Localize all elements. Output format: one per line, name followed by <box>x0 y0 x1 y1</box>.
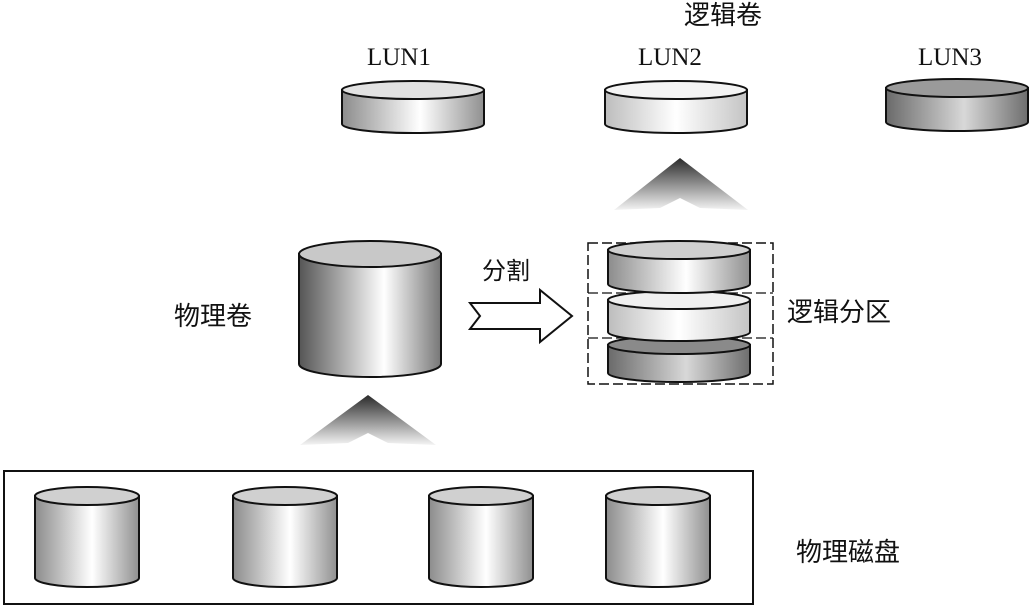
physical-disks-box <box>3 470 754 605</box>
physical-disk-label: 物理磁盘 <box>796 538 901 568</box>
physical-volume-cylinder <box>298 240 442 378</box>
partition-2 <box>607 290 751 342</box>
lun1-label: LUN1 <box>367 44 431 71</box>
up-arrow-to-luns <box>614 158 748 210</box>
logical-partition-label: 逻辑分区 <box>787 298 892 328</box>
up-arrow-to-volume <box>300 395 436 445</box>
lun2-disk <box>604 80 748 134</box>
partition-1 <box>607 240 751 294</box>
lun3-label: LUN3 <box>918 44 982 71</box>
logical-volume-title: 逻辑卷 <box>684 1 763 31</box>
physical-disk-3 <box>428 486 534 588</box>
physical-disk-1 <box>34 486 140 588</box>
lun3-disk <box>885 78 1029 132</box>
split-label: 分割 <box>482 257 530 285</box>
physical-volume-label: 物理卷 <box>174 302 253 332</box>
logical-partition-stack <box>587 240 774 385</box>
split-arrow <box>467 287 574 345</box>
lun2-label: LUN2 <box>638 44 702 71</box>
partition-3 <box>607 335 751 383</box>
lun1-disk <box>341 80 485 134</box>
physical-disk-2 <box>232 486 338 588</box>
physical-disk-4 <box>605 486 711 588</box>
